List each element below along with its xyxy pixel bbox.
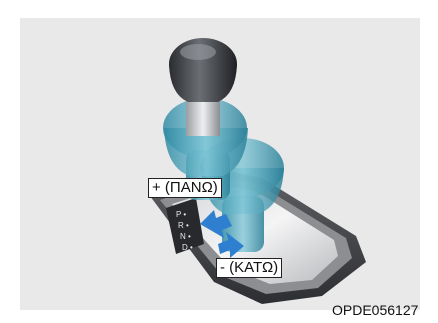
gate-letter-d: D •	[182, 243, 193, 252]
gate-letter-r: R •	[178, 221, 189, 230]
shift-up-label: + (ΠΑΝΩ)	[148, 178, 222, 198]
gate-letter-p: P •	[176, 210, 186, 219]
shift-down-label: - (ΚΑΤΩ)	[216, 258, 282, 278]
image-code: OPDE056127	[332, 302, 438, 318]
gate-letter-n: N •	[180, 232, 191, 241]
